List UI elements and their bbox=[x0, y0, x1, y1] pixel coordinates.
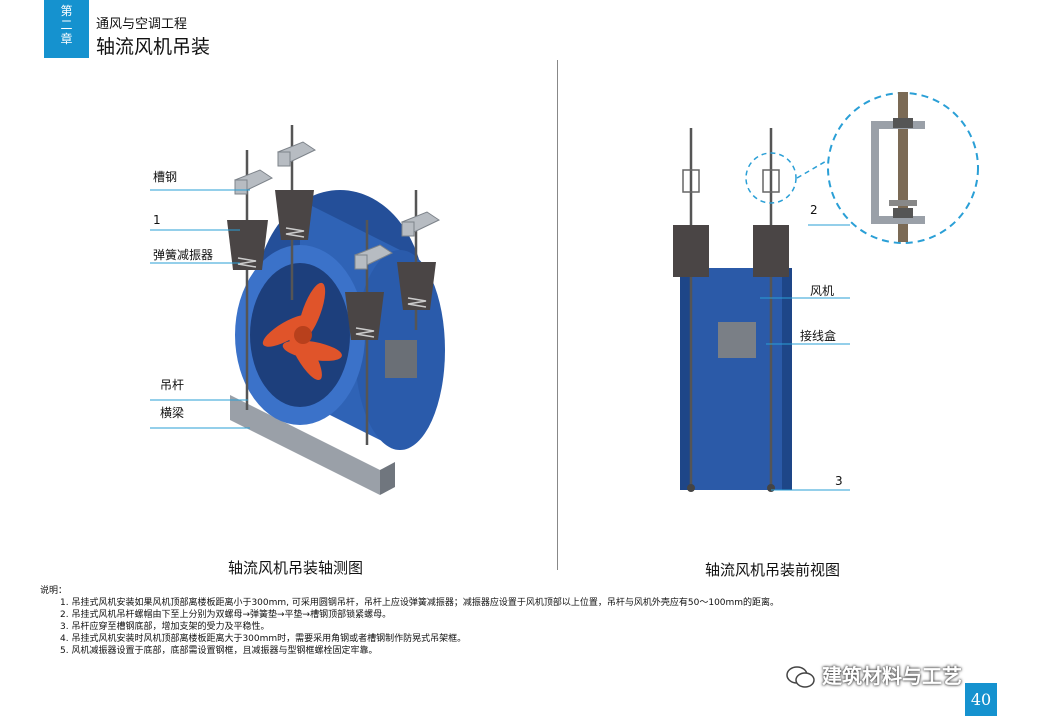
notes-block: 说明： 1. 吊挂式风机安装如果风机顶部离楼板距离小于300mm, 可采用圆钢吊… bbox=[40, 585, 779, 657]
label-callout-3: 3 bbox=[835, 474, 843, 488]
caption-front-view: 轴流风机吊装前视图 bbox=[705, 561, 841, 579]
detail-marker bbox=[745, 152, 797, 204]
note-line: 4. 吊挂式风机安装时风机顶部离楼板距离大于300mm时，需要采用角钢或者槽钢制… bbox=[60, 634, 467, 644]
label-fan: 风机 bbox=[810, 284, 835, 298]
chapter-badge: 第 二 章 bbox=[44, 0, 89, 58]
axonometric-drawing bbox=[150, 125, 445, 495]
base-beam bbox=[230, 395, 380, 495]
chapter-char: 章 bbox=[60, 32, 73, 46]
junction-box-front bbox=[718, 322, 756, 358]
wechat-icon bbox=[786, 666, 815, 688]
note-line: 5. 风机减振器设置于底部，底部需设置钢框，且减振器与型钢框螺栓固定牢靠。 bbox=[60, 646, 378, 656]
spring-isolators bbox=[227, 190, 436, 340]
chapter-char: 二 bbox=[60, 18, 73, 32]
center-divider bbox=[557, 60, 558, 570]
fan-blades bbox=[262, 282, 342, 381]
junction-box bbox=[385, 340, 417, 378]
caption-axonometric: 轴流风机吊装轴测图 bbox=[228, 559, 364, 577]
note-line: 1. 吊挂式风机安装如果风机顶部离楼板距离小于300mm, 可采用圆钢吊杆，吊杆… bbox=[60, 598, 780, 608]
chapter-char: 第 bbox=[60, 4, 73, 18]
channel-steel bbox=[234, 141, 441, 270]
left-leader-lines bbox=[150, 189, 250, 429]
label-junction-box: 接线盒 bbox=[800, 329, 837, 343]
label-channel-steel: 槽钢 bbox=[153, 170, 178, 184]
label-callout-1: 1 bbox=[153, 213, 161, 227]
spring-isolator-front bbox=[753, 225, 789, 277]
page-title: 轴流风机吊装 bbox=[96, 36, 211, 58]
front-view-drawing bbox=[673, 92, 979, 492]
notes-heading: 说明： bbox=[40, 586, 68, 596]
section-subtitle: 通风与空调工程 bbox=[96, 17, 188, 32]
watermark-text: 建筑材料与工艺 bbox=[822, 664, 962, 688]
label-beam: 横梁 bbox=[160, 406, 185, 420]
fan-body-front bbox=[680, 268, 792, 490]
label-spring-isolator: 弹簧减振器 bbox=[153, 248, 214, 262]
page-number: 40 bbox=[965, 683, 997, 716]
label-hanger-rod: 吊杆 bbox=[160, 378, 185, 392]
spring-isolator-front bbox=[673, 225, 709, 277]
detail-channel-steel bbox=[871, 92, 925, 242]
note-line: 2. 吊挂式风机吊杆螺帽由下至上分别为双螺母→弹簧垫→平垫→槽钢顶部锁紧螺母。 bbox=[60, 610, 392, 620]
label-callout-2: 2 bbox=[810, 203, 818, 217]
right-leader-lines bbox=[760, 224, 850, 491]
note-line: 3. 吊杆应穿至槽钢底部，增加支架的受力及平稳性。 bbox=[60, 622, 270, 632]
